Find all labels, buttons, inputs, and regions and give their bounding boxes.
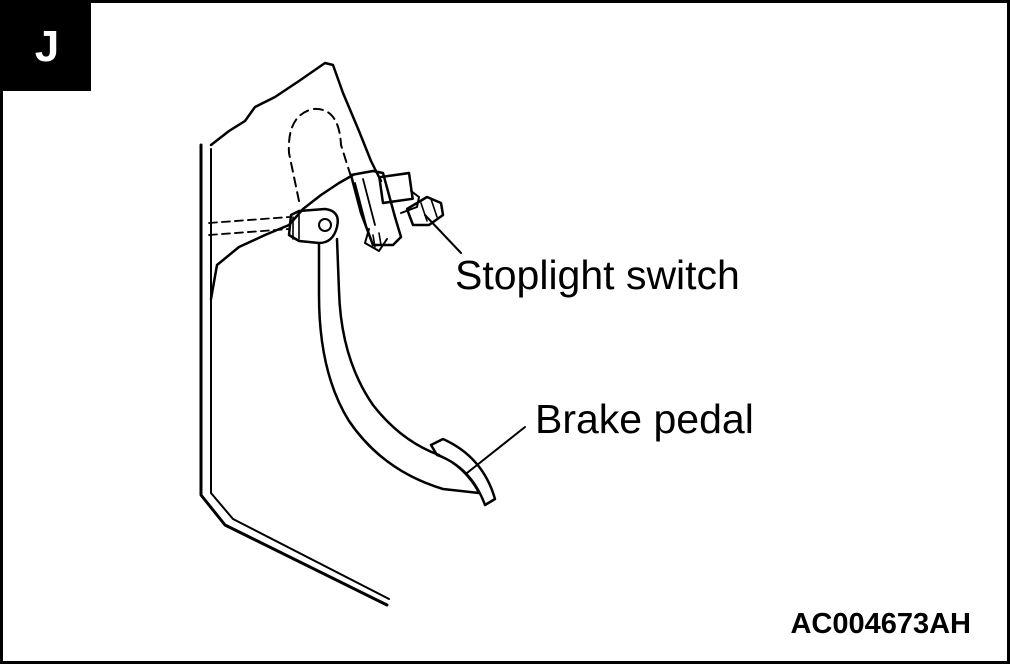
brake-pedal-leader: [466, 426, 526, 474]
bracket-slot-dashed: [287, 107, 354, 202]
dash-panel-edge-inner: [210, 148, 390, 600]
stoplight-switch-housing: [378, 171, 414, 205]
brake-pedal-drawing: [199, 61, 526, 607]
pivot-hole: [318, 218, 332, 232]
figure-code: AC004673AH: [790, 608, 971, 640]
stoplight-switch-body: [405, 195, 445, 227]
pivot-bolt-dashed: [208, 216, 290, 236]
pedal-bracket: [209, 61, 383, 183]
dash-panel-edge: [199, 143, 389, 607]
stoplight-switch-label: Stoplight switch: [455, 252, 740, 298]
switch-plunger: [364, 228, 388, 252]
stoplight-switch-leader: [424, 214, 462, 254]
pedal-arm: [317, 241, 481, 495]
brake-pedal-label: Brake pedal: [535, 396, 754, 442]
pedal-arm-inner: [335, 237, 441, 457]
switch-bracket: [349, 169, 403, 247]
view-badge: J: [3, 3, 91, 91]
